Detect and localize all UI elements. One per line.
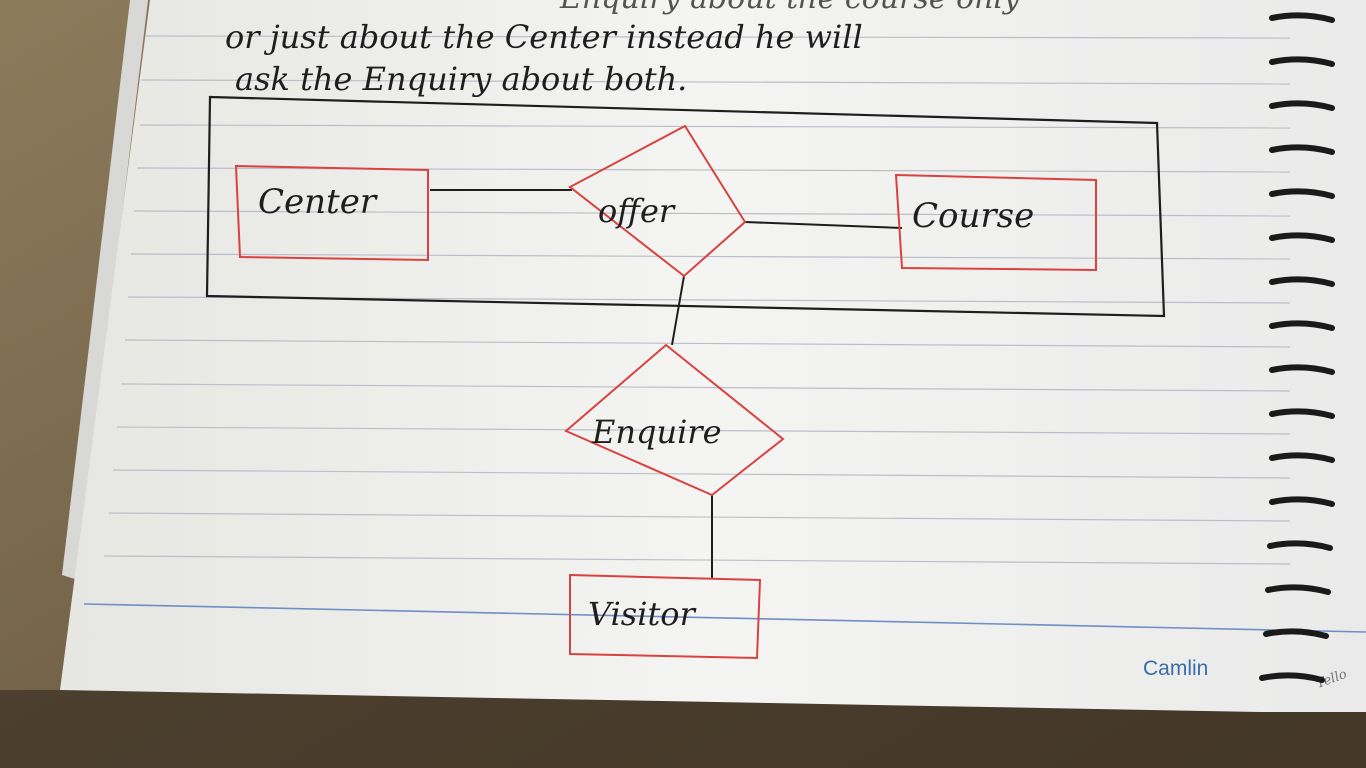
relationship-offer-diamond [568,124,747,278]
aggregation-box [205,95,1166,318]
relationship-enquire-label: Enquire [591,413,722,451]
relationship-enquire: Enquire [564,343,785,497]
spiral-binding [1259,12,1335,683]
connector-lines [430,189,903,578]
note-line-1: Enquiry about the course only [559,0,1021,16]
back-page-edge [62,0,148,580]
relationship-offer-label: offer [598,192,676,230]
notebook-brand: Camlin [1143,657,1208,680]
entity-visitor: Visitor [569,573,762,660]
note-line-3: ask the Enquiry about both. [235,60,687,98]
entity-center: Center [234,164,429,262]
entity-course: Course [894,173,1097,272]
note-line-2: or just about the Center instead he will [225,18,863,56]
notebook-page [60,0,1366,712]
entity-center-label: Center [258,182,378,222]
entity-center-box [234,164,429,262]
entity-course-box [894,173,1097,272]
entity-course-label: Course [912,196,1034,236]
relationship-enquire-diamond [564,343,785,497]
margin-line [83,603,1366,633]
entity-visitor-box [569,573,762,660]
entity-visitor-label: Visitor [588,595,697,633]
relationship-offer: offer [568,124,747,278]
